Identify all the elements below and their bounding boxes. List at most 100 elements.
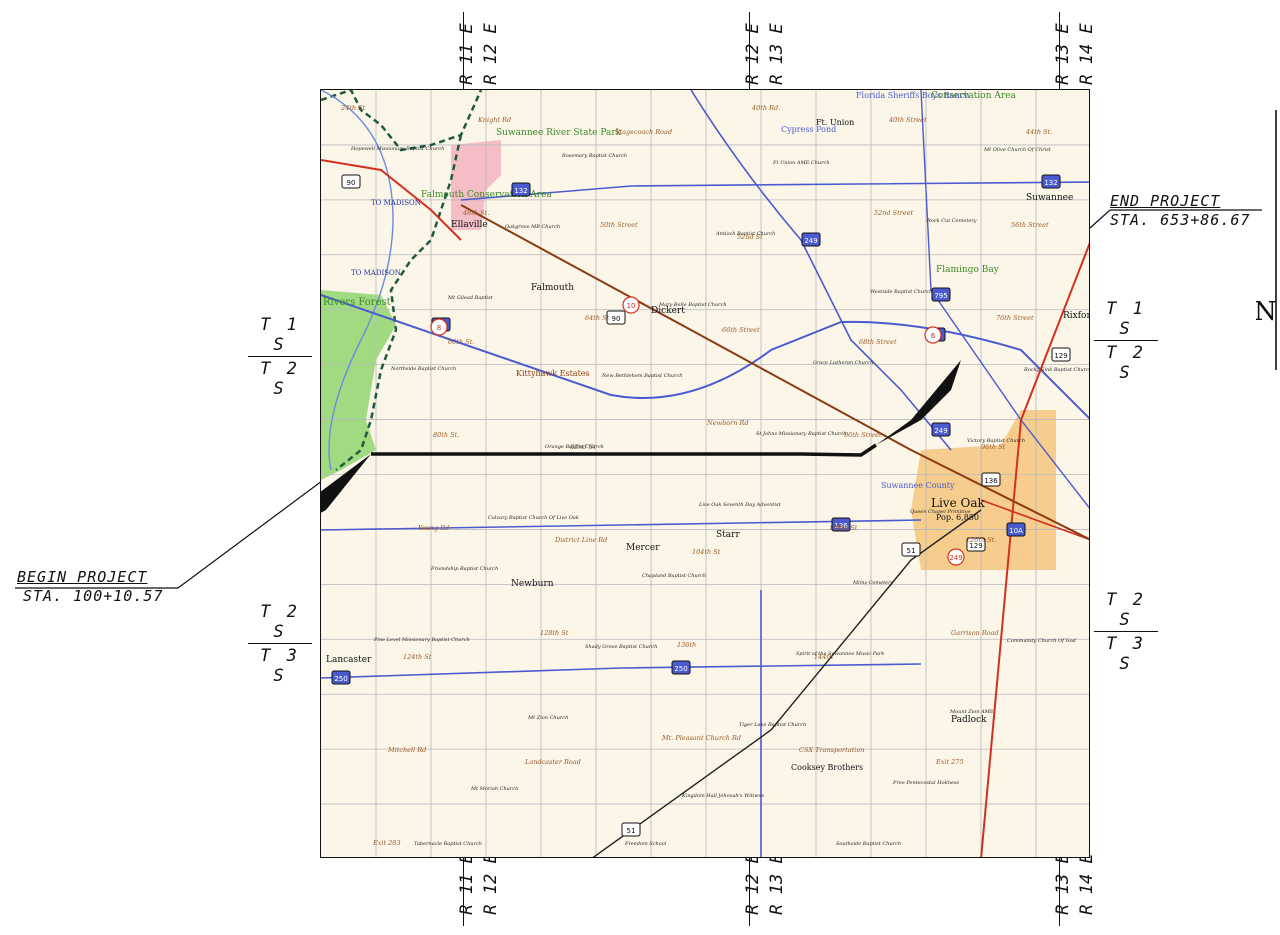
road-label: Stagecoach Road [615,128,672,136]
church-label: Antioch Baptist Church [715,231,775,237]
svg-text:132: 132 [514,187,527,195]
route-shield-icon: 8 [430,318,448,336]
road-label: Exit 283 [372,839,401,847]
church-label: Southside Baptist Church [836,841,901,847]
road-label: 96th Street [844,431,882,439]
route-shield-icon: 90 [341,174,361,189]
csx-railroad-line [460,204,1089,541]
road-label: CSX Transportation [799,746,864,754]
svg-text:10A: 10A [1009,527,1023,535]
route-shield-icon: 51 [621,822,641,837]
route-shield-icon: 795 [931,287,951,302]
svg-text:132: 132 [1044,179,1057,187]
road-label: 144th [814,653,833,661]
place-label: Ellaville [451,220,488,230]
route-shield-icon: 136 [981,472,1001,487]
place-label: Suwannee [1026,193,1073,203]
end-project-callout: END PROJECT STA. 653+86.67 [1110,192,1250,230]
church-label: Oakgrove MB Church [505,224,560,230]
direction-label: TO MADISON [371,199,421,207]
road-label: 108th St [829,524,858,532]
svg-text:136: 136 [834,522,848,530]
church-label: Rosemary Baptist Church [561,153,627,159]
route-shield-icon: 250 [671,660,691,675]
road-label: Exit 275 [935,758,964,766]
route-shield-icon: 129 [966,537,986,552]
church-label: Rocky Sink Baptist Church [1023,367,1090,373]
township-label-right-1: T 1 S T 2 S [1094,299,1158,383]
svg-text:90: 90 [612,315,621,323]
route-shield-icon: 132 [1041,174,1061,189]
route-shield-icon: 132 [511,182,531,197]
church-label: Rock Cut Cemetery [926,218,977,224]
place-label: Pop. 6,850 [936,513,979,522]
church-label: Mt Gilead Baptist [447,295,494,301]
church-label: Mount Zion AME [949,709,994,715]
road-label: 60th St. [448,338,474,346]
road-label: 120th St. [966,536,996,544]
road-label: 52nd St [737,233,763,241]
road-label: 52nd Street [874,209,914,217]
route-shield-icon: 10A [1006,522,1026,537]
place-label: Rixford [1063,311,1090,321]
place-label: Rivers Forest [323,297,391,308]
svg-text:795: 795 [934,292,947,300]
road-label: 40th Street [888,116,927,124]
svg-text:136: 136 [984,477,998,485]
river-line [321,90,394,471]
svg-text:249: 249 [934,427,947,435]
range-label-top-1: R 11 E R 12 E [441,8,501,100]
church-label: Free Pentecostal Holiness [892,780,960,786]
svg-text:10: 10 [627,302,636,310]
place-label: Cooksey Brothers [791,763,863,772]
place-label: Flamingo Bay [936,265,1000,275]
svg-text:6: 6 [931,332,936,340]
road-label: 76th Street [996,314,1034,322]
road-label: Garrison Road [951,629,999,637]
svg-text:129: 129 [1054,352,1067,360]
road-label: District Line Rd [554,536,607,544]
us-129-line [980,242,1089,857]
church-label: Westside Baptist Church [870,289,933,295]
place-label: Falmouth [531,283,574,293]
route-shield-icon: 51 [901,542,921,557]
road-label: Young Rd [418,524,449,532]
svg-text:250: 250 [674,665,687,673]
road-label: 24th St [340,104,366,112]
road-label: 82nd St [570,443,596,451]
cr-132-line [460,181,1089,201]
road-label: 68th Street [859,338,897,346]
begin-project-title: BEGIN PROJECT [17,568,148,586]
place-label: Florida Sheriffs Boys Ranch [856,91,969,100]
place-label: Ft. Union [816,118,854,127]
svg-text:129: 129 [969,542,982,550]
place-label: Mercer [626,543,660,553]
road-label: 48th St. [462,209,489,217]
project-alignment-line [371,443,877,457]
state-park-area [451,140,501,230]
road-label: 44th St. [1025,128,1052,136]
road-label: Mt. Pleasant Church Rd [661,734,741,742]
church-label: Tabernacle Baptist Church [414,841,482,847]
church-label: Mims Cemetery [852,580,893,586]
range-label-top-3: R 13 E R 14 E [1037,8,1097,100]
road-label: 136th [677,641,696,649]
route-shield-icon: 136 [831,517,851,532]
road-label: 124th St [403,653,432,661]
range-label-bottom-1: R 11 E R 12 E [441,838,501,930]
svg-text:51: 51 [627,827,636,835]
cr-136-line [321,519,922,531]
cr-249-line [690,90,952,451]
church-label: Freedom School [624,841,667,847]
road-label: 64th St [585,314,610,322]
church-label: Tiger Lake Baptist Church [739,722,806,728]
township-label-left-1: T 1 S T 2 S [248,315,312,399]
place-label: Padlock [951,715,987,725]
place-label: Cypress Pond [781,125,836,134]
church-label: Chapland Baptist Church [642,573,706,579]
place-label: Lancaster [326,655,372,665]
church-label: Community Church Of God [1007,638,1076,644]
church-label: Queen Chapel Primitive [910,509,971,515]
